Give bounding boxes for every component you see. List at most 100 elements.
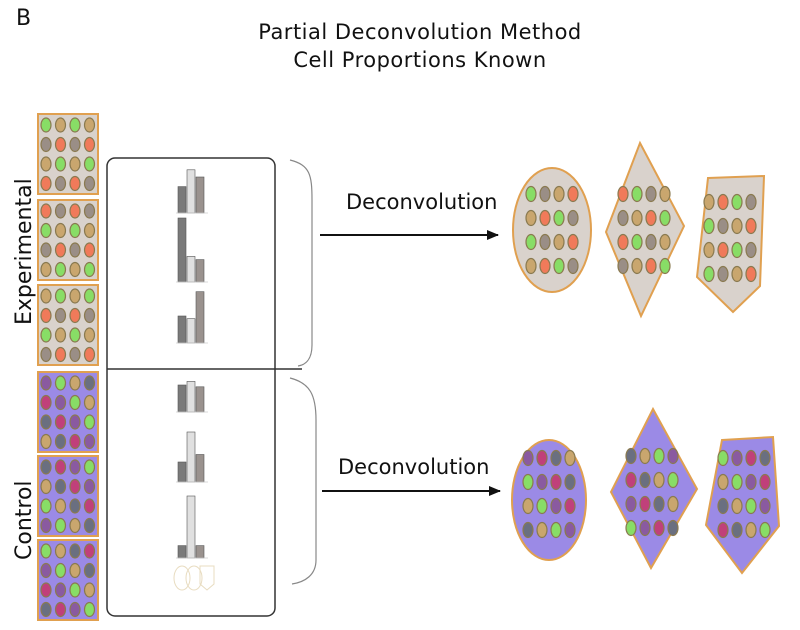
cell (40, 203, 52, 219)
cell (536, 497, 548, 515)
cell (731, 217, 743, 235)
cell (631, 185, 643, 203)
cell (69, 543, 81, 559)
control-bar-chart-2 (176, 431, 208, 483)
cell (539, 233, 551, 251)
experimental-output-circle (512, 167, 592, 293)
cell (553, 185, 565, 203)
cell (40, 582, 52, 598)
cell (659, 209, 671, 227)
panel-letter: B (16, 6, 32, 31)
cell (625, 519, 637, 537)
cell (54, 394, 67, 411)
cell (759, 449, 771, 467)
cell (83, 346, 96, 363)
cell (525, 185, 537, 203)
cell (639, 447, 651, 465)
bar (195, 176, 205, 214)
cell (659, 257, 671, 275)
cell (617, 185, 629, 203)
experimental-sample-3 (37, 284, 99, 366)
cell (731, 497, 743, 515)
cell (667, 447, 679, 465)
cell (83, 582, 96, 598)
cell (717, 521, 729, 539)
bar (177, 384, 187, 413)
cell (83, 517, 96, 534)
cell (703, 241, 715, 259)
cell (667, 519, 679, 537)
title-line-2: Cell Proportions Known (293, 48, 547, 72)
cell (54, 346, 67, 363)
experimental-sample-1 (37, 113, 99, 195)
cell (553, 233, 565, 251)
cell (645, 185, 657, 203)
cell (54, 222, 67, 239)
cell (83, 478, 96, 495)
bar (195, 454, 205, 483)
cell (83, 175, 96, 192)
cell (639, 495, 651, 513)
cell (69, 517, 81, 534)
cell (69, 222, 81, 239)
cell (625, 447, 637, 465)
cell (617, 257, 629, 275)
experimental-brace (289, 159, 313, 367)
bar (186, 381, 196, 413)
cell (703, 193, 715, 211)
cell (645, 233, 657, 251)
cell (69, 288, 81, 304)
bar (186, 431, 196, 483)
cell (40, 562, 52, 579)
control-sample-2 (37, 455, 99, 537)
bar (177, 545, 187, 559)
cell (83, 117, 96, 133)
cell (759, 497, 771, 515)
cell (717, 217, 729, 235)
cell (69, 375, 81, 391)
cell (83, 543, 96, 559)
cell (731, 449, 743, 467)
figure-title: Partial Deconvolution Method Cell Propor… (220, 18, 620, 74)
cell (567, 233, 579, 251)
cell (83, 375, 96, 391)
bar (177, 217, 187, 283)
cell (40, 498, 52, 514)
cell (717, 241, 729, 259)
cell (54, 433, 67, 450)
cell (631, 209, 643, 227)
cell (745, 193, 757, 211)
cell (54, 288, 67, 304)
cell (639, 471, 651, 489)
cell (564, 449, 576, 467)
cell (522, 449, 534, 467)
cell (536, 449, 548, 467)
bar (195, 259, 205, 283)
cell (645, 209, 657, 227)
title-line-1: Partial Deconvolution Method (258, 20, 582, 44)
cell (653, 447, 665, 465)
cell (54, 175, 67, 192)
cell (567, 185, 579, 203)
cell (54, 601, 67, 618)
cell (83, 459, 96, 475)
cell (40, 156, 52, 172)
cell (717, 497, 729, 515)
cell (731, 265, 743, 283)
cell (83, 414, 96, 430)
experimental-bar-chart-3 (176, 291, 208, 344)
cell (83, 136, 96, 153)
cell (69, 459, 81, 475)
bar (186, 495, 196, 559)
cell (40, 459, 52, 475)
cell (69, 433, 81, 450)
cell (645, 257, 657, 275)
cell (69, 346, 81, 363)
cell (83, 433, 96, 450)
cell (745, 265, 757, 283)
experimental-sample-2 (37, 199, 99, 281)
cell (54, 261, 67, 278)
cell (522, 497, 534, 515)
cell (631, 257, 643, 275)
